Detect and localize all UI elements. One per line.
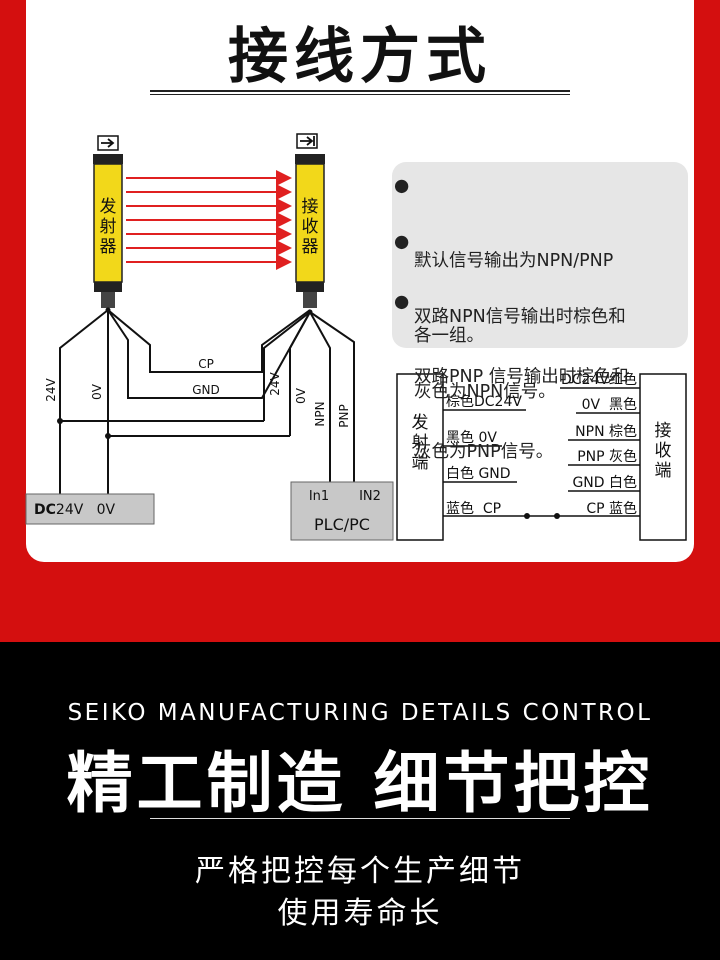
receiver-label: 接收器 [302,197,319,257]
right-row-blue: CP 蓝色 [586,500,637,517]
wire-24v-right-label: 24V [268,371,282,395]
power-supply-box [25,493,155,525]
footer-line-1: 严格把控每个生产细节 [195,854,525,889]
note-item: ● 双路PNP 信号输出时棕色和 灰色为PNP信号。 [394,292,629,462]
bullet-icon: ● [394,232,410,252]
footer-line-2: 使用寿命长 [277,896,443,931]
plc-in2-label: IN2 [359,489,381,504]
plc-box [290,481,394,541]
note-item: ● 双路NPN信号输出时棕色和 灰色为NPN信号。 [394,232,626,402]
page-title: 接线方式 [228,22,492,92]
left-row-brown: 棕色DC24V [446,393,522,410]
wire-pnp-label: PNP [337,404,351,427]
wire-npn-label: NPN [313,401,327,426]
footer-headline: 精工制造 细节把控 [66,745,654,822]
wire-0v-left-label: 0V [90,383,104,400]
junction-dots [57,307,313,439]
left-row-blue: 蓝色 CP [446,500,501,517]
receiver-end-block [639,373,687,541]
power-supply-label: DC24V 0V [34,502,116,518]
wire-cp-label: CP [198,357,214,371]
emitter-icon [97,135,119,151]
receiver-end-label: 接收端 [655,421,672,481]
right-row-black: 0V 黑色 [582,396,637,413]
footer-divider [150,818,570,819]
plc-label: PLC/PC [314,515,370,534]
emitter-bar [93,154,123,308]
wire-24v-left-label: 24V [44,377,58,401]
wire-gnd-label: GND [192,383,220,397]
wiring-diagram: 发射器 接收器 CP GND [25,133,687,541]
footer-section [0,642,720,960]
right-row-gray: PNP 灰色 [577,448,637,465]
wires [59,309,355,494]
wiring-table: 发射端 接收端 棕色DC24V 黑色 0V 白色 GND 蓝色 CP DC24V… [396,371,687,541]
wire-0v-right-label: 0V [294,387,308,404]
left-row-white: 白色 GND [446,465,511,482]
bullet-icon: ● [394,292,410,312]
receiver-icon [296,133,318,149]
left-row-black: 黑色 0V [446,429,497,446]
emitter-end-label: 发射端 [412,413,429,473]
emitter-label: 发射器 [100,197,117,257]
footer-english-tagline: SEIKO MANUFACTURING DETAILS CONTROL [67,700,653,726]
right-row-red: DC24V红色 [561,371,637,388]
note-item: ● 默认信号输出为NPN/PNP 各一组。 [394,176,614,346]
bullet-icon: ● [394,176,410,196]
notes-panel: ● 默认信号输出为NPN/PNP 各一组。 ● 双路NPN信号输出时棕色和 灰色… [392,162,688,462]
emitter-end-block [396,373,444,541]
title-divider [150,90,570,95]
right-row-brown: NPN 棕色 [575,423,637,440]
light-beams [126,170,292,270]
right-row-white: GND 白色 [572,474,637,491]
plc-in1-label: In1 [309,489,329,504]
receiver-bar [295,154,325,308]
